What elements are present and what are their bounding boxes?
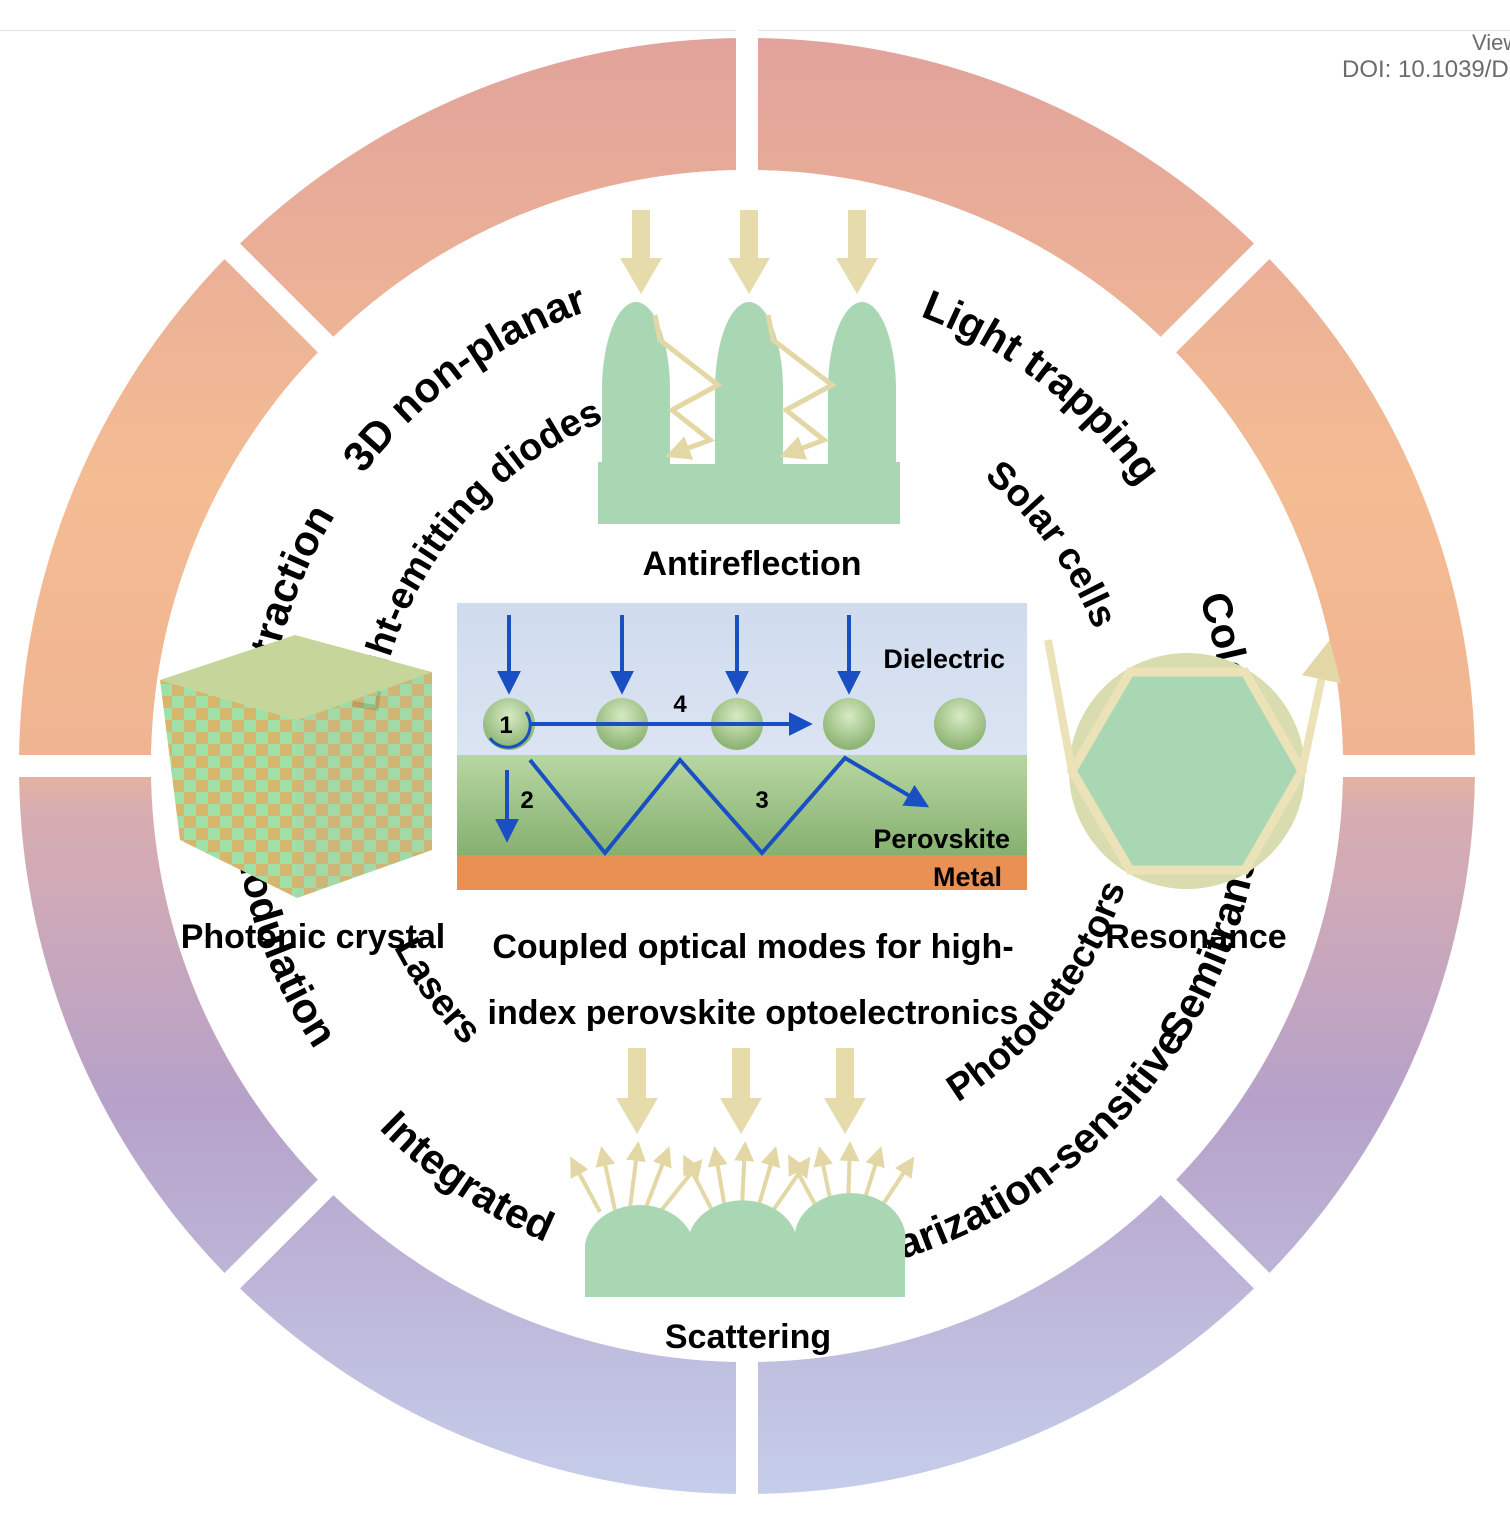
label-perovskite: Perovskite (873, 824, 1010, 854)
metal-layer (457, 855, 1027, 890)
incident-blue-arrows (497, 615, 861, 695)
scattering-illustration (570, 1048, 915, 1297)
mode-label-4: 4 (673, 691, 687, 718)
mode-1-loop (488, 711, 532, 749)
label-dielectric: Dielectric (883, 644, 1005, 674)
label-antireflection: Antireflection (642, 545, 861, 583)
label-photonic-crystal: Photonic crystal (181, 918, 446, 956)
mode-arrows (495, 712, 930, 857)
label-resonance: Resonance (1105, 918, 1286, 956)
resonance-illustration (1044, 639, 1341, 889)
antireflection-illustration (598, 210, 900, 524)
incident-arrows-bottom (616, 1048, 866, 1134)
center-title-line-1: Coupled optical modes for high- (492, 928, 1013, 966)
photonic-crystal-cube (160, 635, 432, 898)
label-metal: Metal (933, 862, 1002, 892)
doi-text: DOI: 10.1039/D (1342, 56, 1509, 83)
incident-arrows-top (620, 210, 878, 294)
view-link[interactable]: View (1472, 30, 1510, 55)
perovskite-layer (457, 755, 1027, 855)
coupled-modes-schematic: 1 2 3 4 Dielectric Perovskite Metal (457, 603, 1027, 892)
center-title-line-2: index perovskite optoelectronics (488, 994, 1019, 1032)
mode-label-2: 2 (520, 787, 533, 814)
label-scattering: Scattering (665, 1318, 831, 1356)
mode-label-1: 1 (499, 712, 512, 739)
mode-label-3: 3 (755, 787, 768, 814)
